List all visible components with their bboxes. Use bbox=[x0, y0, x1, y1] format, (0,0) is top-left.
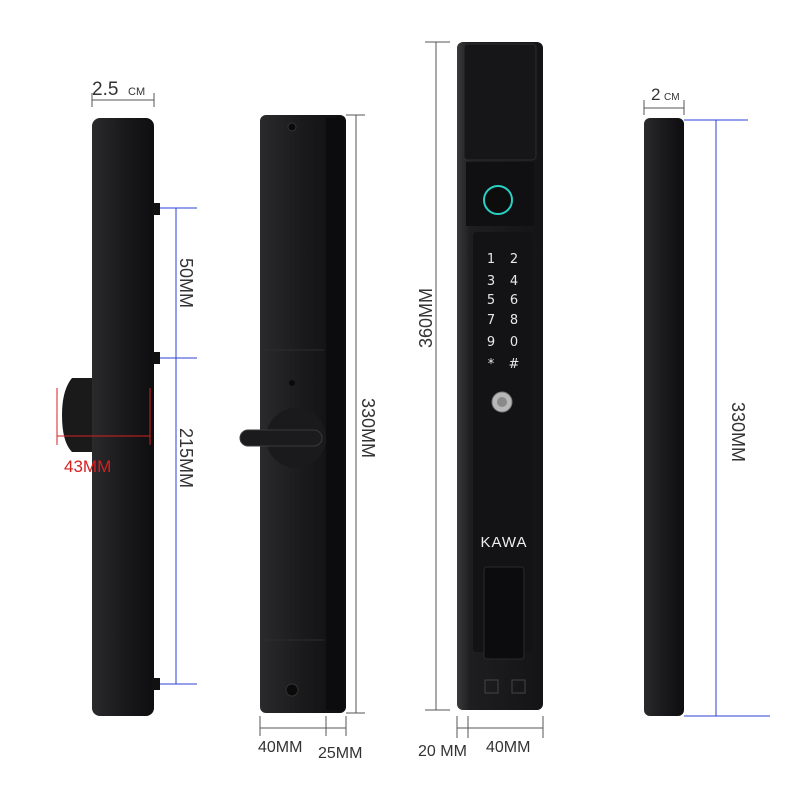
brand-logo: KAWA bbox=[480, 534, 527, 551]
back-height-label: 330MM bbox=[358, 398, 378, 458]
battery-cover bbox=[483, 566, 525, 660]
front-height-label: 360MM bbox=[416, 288, 436, 348]
front-depth-label: 20 MM bbox=[418, 743, 467, 760]
key-hole-icon bbox=[285, 683, 299, 697]
dim-label-215: 215MM bbox=[176, 428, 196, 488]
front-width-label: 40MM bbox=[486, 739, 530, 756]
left-side-body bbox=[92, 118, 154, 716]
keypad: 1 2 3 4 5 6 7 8 9 0 * # bbox=[487, 252, 520, 372]
key-star: * bbox=[488, 357, 495, 372]
width-label-right: 2 bbox=[651, 85, 660, 104]
key-6: 6 bbox=[510, 293, 518, 308]
right-height-label: 330MM bbox=[728, 402, 748, 462]
key-7: 7 bbox=[487, 313, 495, 328]
mount-stud-middle bbox=[152, 352, 160, 364]
sliding-cover bbox=[463, 43, 537, 161]
back-width-label: 40MM bbox=[258, 739, 302, 756]
lever-handle bbox=[239, 429, 323, 447]
key-4: 4 bbox=[510, 274, 518, 289]
left-side-view: 2.5 CM 50MM 215MM 43MM bbox=[56, 79, 197, 716]
front-view: 1 2 3 4 5 6 7 8 9 0 * # KAWA 360MM 20 MM… bbox=[416, 41, 544, 760]
back-panel-edge bbox=[326, 118, 344, 710]
middle-screw-icon bbox=[289, 380, 295, 386]
width-unit-left: CM bbox=[128, 86, 145, 98]
width-label-left: 2.5 bbox=[92, 79, 118, 100]
back-view: 330MM 40MM 25MM bbox=[239, 114, 378, 762]
fingerprint-sensor-icon bbox=[483, 185, 513, 215]
key-hash: # bbox=[509, 357, 520, 372]
width-unit-right: CM bbox=[664, 92, 680, 103]
knob-dim-label: 43MM bbox=[64, 457, 111, 476]
key-2: 2 bbox=[510, 252, 518, 267]
dim-label-50: 50MM bbox=[176, 258, 196, 308]
key-5: 5 bbox=[487, 293, 495, 308]
top-screw-icon bbox=[287, 122, 297, 132]
mount-stud-bottom bbox=[152, 678, 160, 690]
corner-pattern-icon bbox=[484, 679, 499, 694]
key-9: 9 bbox=[487, 335, 495, 350]
right-side-view: 2 CM 330MM bbox=[643, 85, 770, 717]
right-side-body bbox=[644, 118, 684, 716]
keypad-area bbox=[473, 232, 533, 652]
key-8: 8 bbox=[510, 313, 518, 328]
back-depth-label: 25MM bbox=[318, 745, 362, 762]
knob-profile bbox=[62, 378, 92, 452]
key-1: 1 bbox=[487, 252, 495, 267]
key-0: 0 bbox=[510, 335, 518, 350]
key-3: 3 bbox=[487, 274, 495, 289]
corner-pattern-icon bbox=[511, 679, 526, 694]
mount-stud-top bbox=[152, 203, 160, 215]
